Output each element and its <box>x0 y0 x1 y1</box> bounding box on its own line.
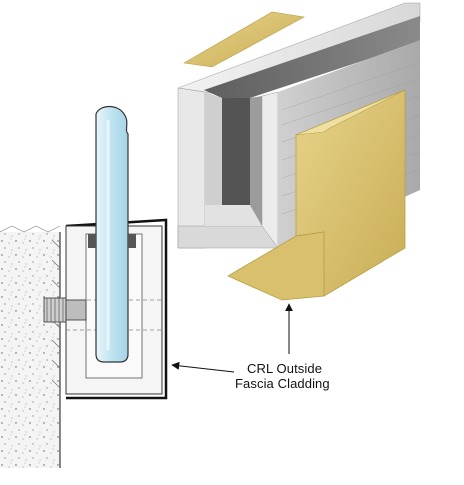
callout-label-line1: CRL Outside <box>247 361 323 376</box>
channel-left-inner <box>205 92 222 226</box>
channel-right-inner <box>250 96 262 226</box>
gasket-left <box>88 234 96 248</box>
channel-groove <box>204 16 420 98</box>
fascia-top-strip <box>183 11 305 68</box>
callout-arrows <box>171 303 293 373</box>
channel-left-face <box>177 87 206 249</box>
channel-inner-floor <box>205 205 262 226</box>
section-view <box>0 105 168 468</box>
callout-label-line2: Fascia Cladding <box>235 376 330 391</box>
arrow-to-section <box>171 361 235 373</box>
channel-3d-view <box>177 2 421 301</box>
fascia-cladding-bottom <box>227 231 325 301</box>
glass-panel <box>95 105 129 363</box>
anchor-bolt <box>43 297 87 323</box>
channel-bottom-face <box>177 225 279 249</box>
gasket-right <box>128 234 136 248</box>
concrete-wall <box>0 232 60 468</box>
channel-right-face <box>261 91 279 249</box>
fascia-cladding-top <box>295 89 406 136</box>
channel-groove-floor <box>222 98 250 205</box>
